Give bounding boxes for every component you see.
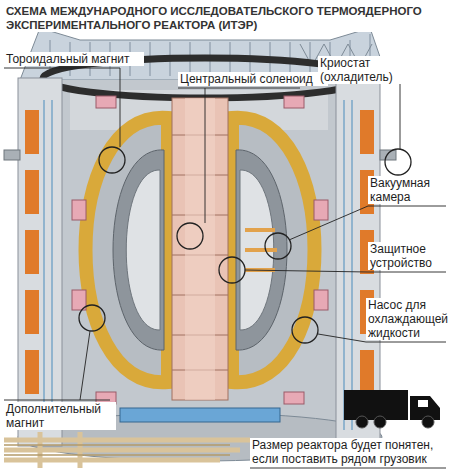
callout-circles-part xyxy=(99,147,125,173)
poloidal-blocks-part xyxy=(96,96,116,108)
callout-circles xyxy=(79,147,411,343)
poloidal-blocks-part xyxy=(120,408,280,422)
cryostat-walls-part xyxy=(360,110,374,154)
leader-lines-part xyxy=(4,68,120,147)
part-label: Защитное устройство xyxy=(368,242,446,270)
central-solenoid xyxy=(172,98,228,400)
poloidal-blocks-part xyxy=(314,290,328,310)
leader-lines-part xyxy=(4,331,110,400)
callout-circles-part xyxy=(265,233,291,259)
cryostat-walls-part xyxy=(360,350,374,394)
callout-circles-part xyxy=(219,257,245,283)
poloidal-blocks-part xyxy=(314,200,328,220)
poloidal-blocks-part xyxy=(284,96,304,108)
vacuum-vessel-part xyxy=(113,150,164,350)
vacuum-vessel-part xyxy=(236,150,287,350)
poloidal-blocks-part xyxy=(72,200,86,220)
vacuum-vessel-part xyxy=(245,230,277,270)
part-label: Вакуумная камера xyxy=(368,176,446,204)
cryostat-walls-part xyxy=(4,150,20,160)
cryostat-walls-part xyxy=(25,290,39,334)
poloidal-blocks-part xyxy=(72,290,86,310)
toroidal-coils-part xyxy=(86,118,169,383)
diagram-title: СХЕМА МЕЖДУНАРОДНОГО ИССЛЕДОВАТЕЛЬСКОГО … xyxy=(6,4,444,32)
pipes xyxy=(4,432,250,468)
pipes-part xyxy=(4,445,230,455)
cryostat-walls xyxy=(4,78,396,446)
truck-silhouette-part xyxy=(422,416,434,428)
cryostat-walls-part xyxy=(25,230,39,274)
part-label: Насос для охлаждающей жидкости xyxy=(366,298,446,340)
callout-circles-part xyxy=(292,317,318,343)
cryostat-walls-part xyxy=(25,350,39,394)
poloidal-blocks xyxy=(72,96,328,422)
callout-circles-part xyxy=(177,223,203,249)
leader-lines-part xyxy=(289,206,446,240)
cryostat-walls-part xyxy=(25,110,39,154)
truck-silhouette-part xyxy=(356,416,368,428)
truck-silhouette-part xyxy=(344,390,440,420)
cryostat-walls-part xyxy=(25,170,39,214)
callout-circles-part xyxy=(79,305,105,331)
part-label: Криостат (охладитель) xyxy=(318,56,446,84)
leader-lines-part xyxy=(245,270,446,272)
vacuum-vessel-part xyxy=(126,170,160,330)
scale-note: Размер реактора будет понятен, если пост… xyxy=(250,438,446,466)
truck-silhouette xyxy=(344,390,440,428)
part-label: Дополнительный магнит xyxy=(4,402,116,430)
truck-silhouette-part xyxy=(418,400,428,407)
cryostat-back-part xyxy=(60,80,338,435)
cryostat-walls-part xyxy=(18,78,62,446)
pipes-part xyxy=(4,432,250,468)
leader-lines xyxy=(4,68,446,468)
leader-lines-part xyxy=(178,88,300,223)
leader-lines-part xyxy=(250,468,446,469)
poloidal-blocks-part xyxy=(284,392,304,404)
cryostat-walls-part xyxy=(380,150,396,160)
truck-silhouette-part xyxy=(374,416,386,428)
callout-circles-part xyxy=(385,149,411,175)
part-label: Тороидальный магнит xyxy=(4,52,144,66)
part-label: Центральный соленоид xyxy=(178,72,328,86)
central-solenoid-part xyxy=(172,98,228,400)
